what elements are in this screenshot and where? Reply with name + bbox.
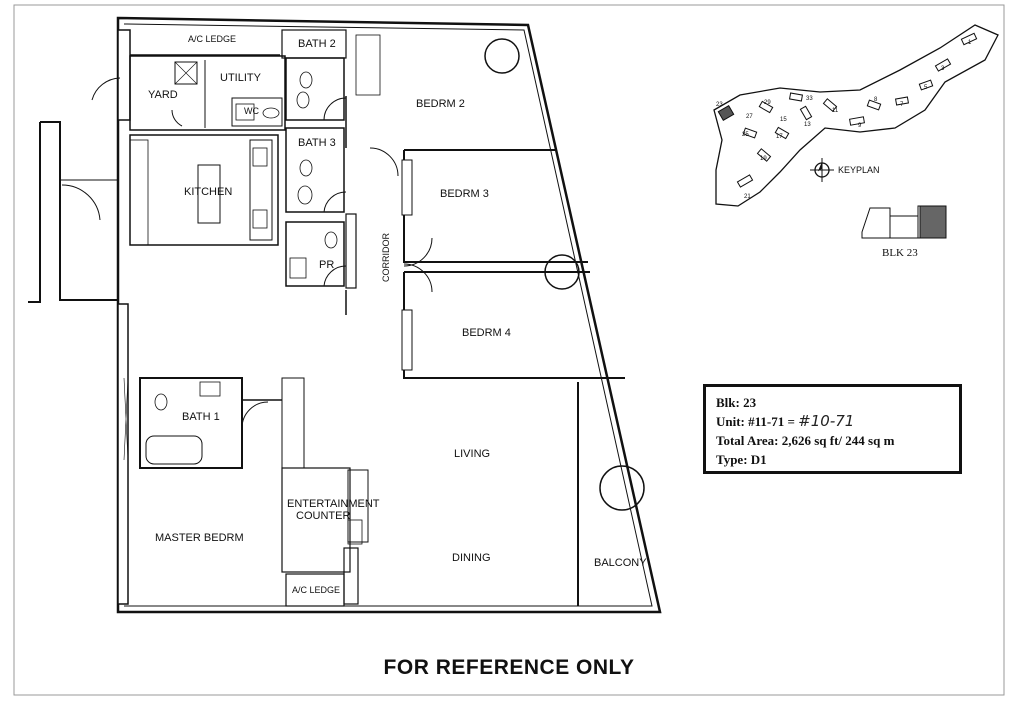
svg-text:11: 11 bbox=[832, 108, 839, 114]
label-wc: WC bbox=[244, 106, 259, 116]
svg-text:21: 21 bbox=[744, 194, 751, 200]
page-border bbox=[13, 4, 1005, 696]
label-entertainment: ENTERTAINMENT bbox=[287, 498, 380, 510]
label-master-bedrm: MASTER BEDRM bbox=[155, 532, 244, 544]
svg-text:1: 1 bbox=[968, 40, 972, 46]
label-bedrm4: BEDRM 4 bbox=[462, 327, 511, 339]
svg-text:19: 19 bbox=[760, 156, 767, 162]
svg-text:8: 8 bbox=[874, 97, 878, 103]
info-unit-handwritten: #10-71 bbox=[798, 412, 855, 430]
blk-label: BLK 23 bbox=[882, 247, 918, 259]
label-utility: UTILITY bbox=[220, 72, 262, 84]
blk-diagram bbox=[861, 205, 947, 239]
room-labels: A/C LEDGE BATH 2 UTILITY YARD WC BEDRM 2… bbox=[148, 34, 647, 595]
label-kitchen: KITCHEN bbox=[184, 186, 232, 198]
keyplan-highlight-blk23 bbox=[717, 104, 735, 122]
svg-text:27: 27 bbox=[746, 114, 753, 120]
info-blk: Blk: 23 bbox=[716, 395, 757, 410]
keyplan-block-numbers: 1 3 5 7 9 8 11 13 15 17 19 21 23 25 27 2… bbox=[716, 40, 972, 200]
svg-text:15: 15 bbox=[780, 117, 787, 123]
svg-text:3: 3 bbox=[941, 66, 945, 72]
svg-text:17: 17 bbox=[776, 134, 783, 140]
blk-highlight-unit bbox=[919, 205, 947, 239]
reference-only-footer: FOR REFERENCE ONLY bbox=[383, 656, 635, 679]
label-living: LIVING bbox=[454, 448, 490, 460]
svg-text:25: 25 bbox=[742, 132, 749, 138]
keyplan-site-outline bbox=[713, 24, 999, 207]
label-dining: DINING bbox=[452, 552, 491, 564]
svg-text:33: 33 bbox=[806, 96, 813, 102]
label-counter: COUNTER bbox=[296, 510, 350, 522]
label-corridor: CORRIDOR bbox=[381, 233, 391, 282]
info-area: Total Area: 2,626 sq ft/ 244 sq m bbox=[716, 433, 895, 448]
outer-wall-inner bbox=[123, 23, 653, 607]
keyplan: 1 3 5 7 9 8 11 13 15 17 19 21 23 25 27 2… bbox=[713, 24, 999, 259]
svg-text:9: 9 bbox=[858, 123, 862, 129]
left-door bbox=[61, 184, 101, 221]
svg-text:7: 7 bbox=[900, 102, 904, 108]
unit-info-box: Blk: 23 Unit: #11-71 = #10-71 Total Area… bbox=[703, 384, 962, 474]
label-ac-ledge-top: A/C LEDGE bbox=[188, 34, 236, 44]
label-bedrm2: BEDRM 2 bbox=[416, 98, 465, 110]
label-balcony: BALCONY bbox=[594, 557, 647, 569]
info-unit-printed: Unit: #11-71 = bbox=[716, 414, 795, 429]
label-ac-ledge-bottom: A/C LEDGE bbox=[292, 585, 340, 595]
label-yard: YARD bbox=[148, 89, 178, 101]
info-unit: Unit: #11-71 = #10-71 bbox=[716, 412, 949, 431]
label-bath3: BATH 3 bbox=[298, 137, 336, 149]
info-type: Type: D1 bbox=[716, 452, 767, 467]
floor-plan bbox=[28, 16, 662, 614]
north-arrow-icon bbox=[810, 158, 834, 182]
label-bath2: BATH 2 bbox=[298, 38, 336, 50]
svg-text:5: 5 bbox=[924, 85, 928, 91]
svg-text:29: 29 bbox=[764, 100, 771, 106]
left-wing bbox=[28, 121, 118, 303]
label-bedrm3: BEDRM 3 bbox=[440, 188, 489, 200]
svg-text:13: 13 bbox=[804, 122, 811, 128]
keyplan-label: KEYPLAN bbox=[838, 165, 880, 175]
label-pr: PR bbox=[319, 259, 334, 271]
svg-text:23: 23 bbox=[716, 102, 723, 108]
label-bath1: BATH 1 bbox=[182, 411, 220, 423]
